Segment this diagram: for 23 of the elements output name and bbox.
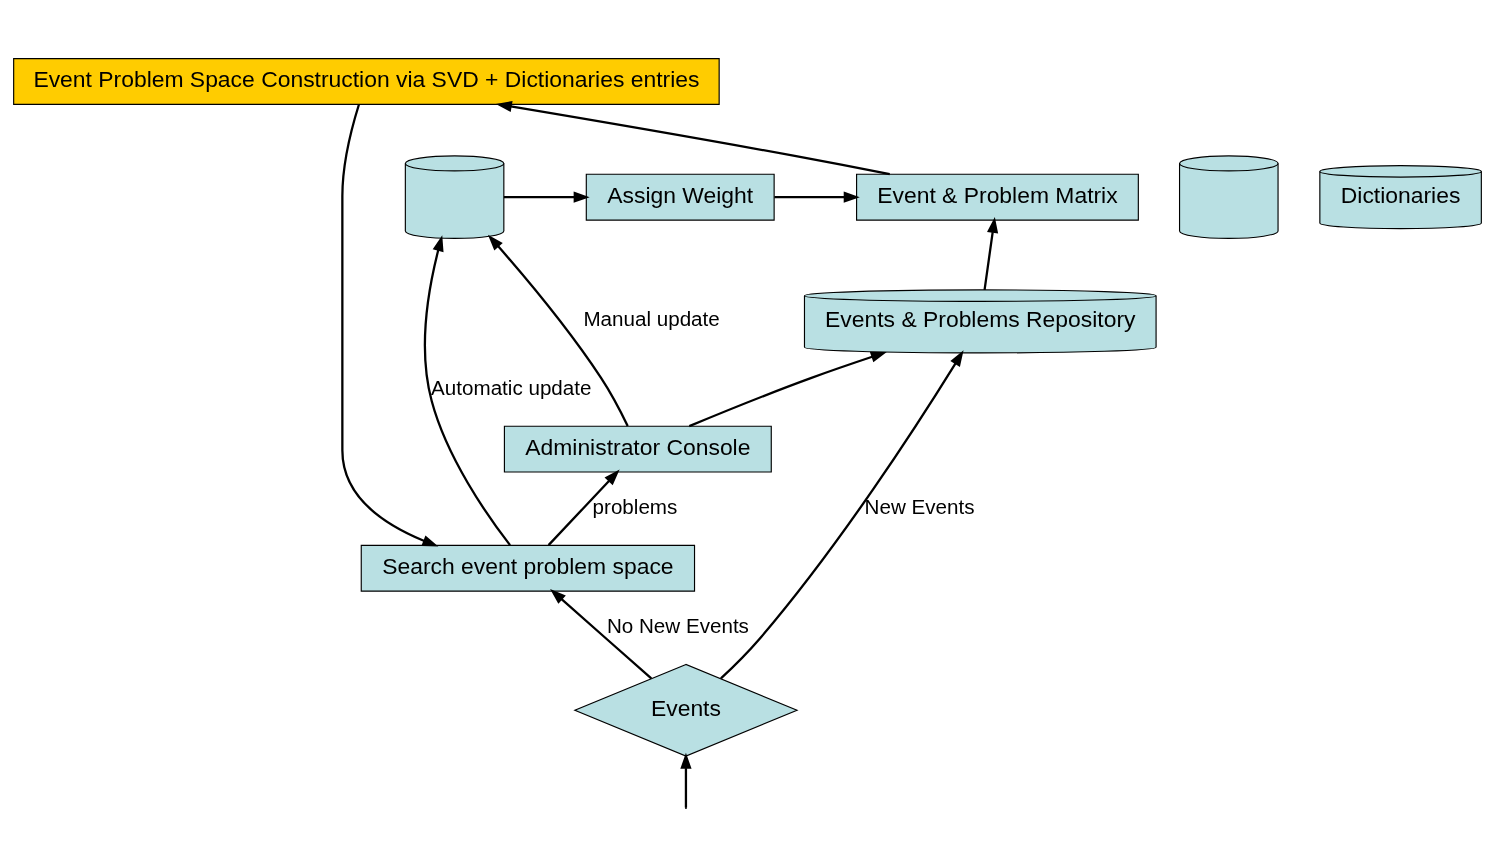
edge-label: New Events xyxy=(864,494,975,518)
edge-label: problems xyxy=(592,494,677,518)
arrow xyxy=(495,101,890,176)
arrow xyxy=(547,469,620,546)
edge-label: Automatic update xyxy=(430,375,591,399)
arrow xyxy=(549,589,652,680)
node-diamond: Events xyxy=(572,663,799,757)
arrow xyxy=(773,191,860,203)
edge-label: No New Events xyxy=(606,613,749,637)
node-box: Event Problem Space Construction via SVD + Dictionaries entries xyxy=(12,58,720,105)
edge-label: Manual update xyxy=(582,307,720,331)
arrow xyxy=(340,104,438,547)
arrow xyxy=(679,752,692,808)
arrow xyxy=(688,351,887,428)
node-box: Event & Problem Matrix xyxy=(855,173,1139,221)
arrow xyxy=(982,216,998,290)
arrow xyxy=(719,350,964,680)
node-box: Assign Weight xyxy=(585,173,775,221)
node-box: Administrator Console xyxy=(503,425,772,473)
arrow xyxy=(423,235,511,546)
arrow xyxy=(487,234,629,427)
node-box: Search event problem space xyxy=(360,544,695,592)
arrow xyxy=(503,191,590,203)
